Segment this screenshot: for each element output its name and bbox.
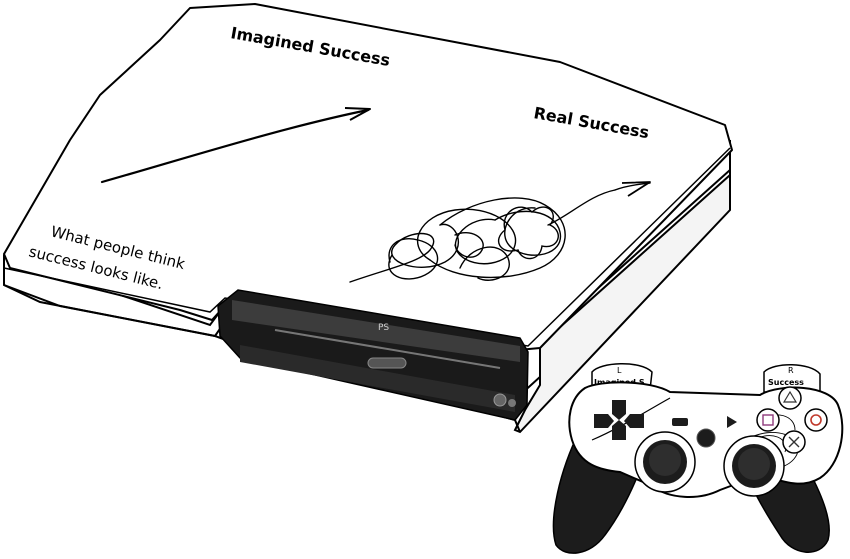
disc-slot-lower xyxy=(240,345,515,412)
triangle-button[interactable] xyxy=(778,386,802,410)
right-analog-stick[interactable] xyxy=(723,435,785,497)
dpad-up-button[interactable] xyxy=(612,400,626,420)
console-top-skin xyxy=(3,3,733,351)
select-button[interactable] xyxy=(672,418,688,426)
square-icon xyxy=(762,414,774,426)
right-trigger-button[interactable] xyxy=(763,364,821,393)
cross-icon xyxy=(788,436,800,448)
eject-button[interactable] xyxy=(493,393,507,407)
disc-slot-opening xyxy=(274,329,501,369)
imagined-arrow-line xyxy=(100,108,370,184)
left-analog-stick[interactable] xyxy=(634,431,696,493)
ps-home-button[interactable] xyxy=(696,428,716,448)
console-front-edge xyxy=(3,147,731,347)
right-trigger-label: R xyxy=(788,366,794,375)
dpad-left-button[interactable] xyxy=(594,414,614,428)
disc-slot-highlight xyxy=(232,300,520,362)
start-button[interactable] xyxy=(727,416,737,428)
console-right-side xyxy=(513,140,731,434)
dualshock-controller[interactable]: L R Imagined S Success xyxy=(552,363,844,554)
right-shoulder-text: Success xyxy=(768,378,804,387)
triangle-icon xyxy=(782,390,798,403)
dpad[interactable] xyxy=(594,400,644,440)
real-arrow-head-icon xyxy=(621,181,651,197)
square-button[interactable] xyxy=(756,408,780,432)
power-button[interactable] xyxy=(367,357,407,369)
left-trigger-label: L xyxy=(617,366,622,375)
circle-icon xyxy=(810,414,822,426)
circle-button[interactable] xyxy=(804,408,828,432)
ps-logo-icon: PS xyxy=(378,323,389,333)
dpad-down-button[interactable] xyxy=(612,420,626,440)
power-indicator xyxy=(508,399,516,407)
dpad-right-button[interactable] xyxy=(624,414,644,428)
face-buttons[interactable] xyxy=(756,386,828,454)
ps3-console: PS xyxy=(3,3,733,434)
imagined-arrow-head-icon xyxy=(344,107,371,121)
real-success-scribble xyxy=(349,182,651,283)
